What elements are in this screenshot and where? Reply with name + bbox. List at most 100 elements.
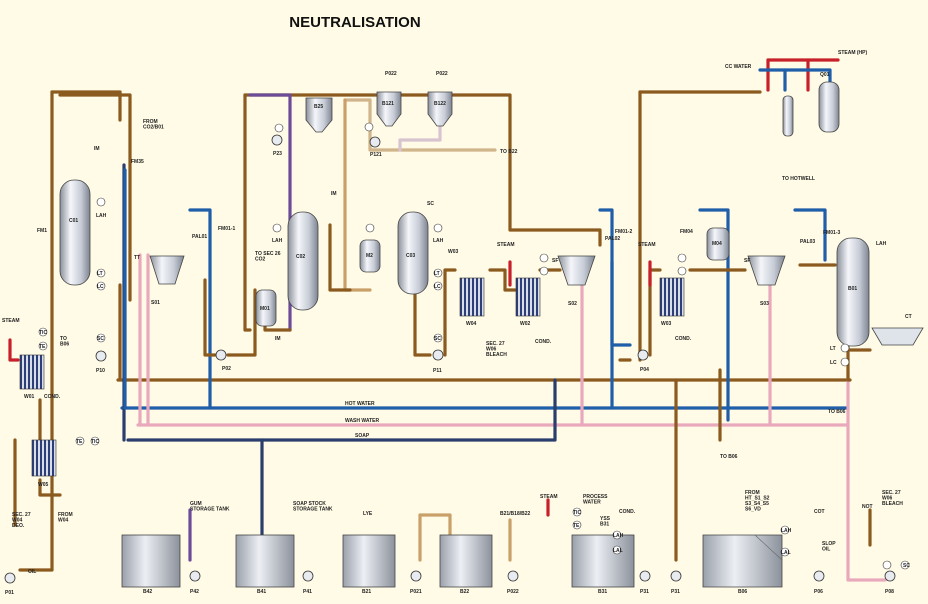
pump-p41 (302, 570, 314, 582)
q01-vessel (818, 81, 840, 133)
label-sf-s02: SF (552, 258, 558, 264)
label-cond-b31: COND. (619, 509, 636, 515)
label-tt: TT (134, 255, 140, 261)
label-p06: P06 (814, 589, 823, 595)
label-p04: P04 (640, 367, 649, 373)
label-wash-water: WASH WATER (345, 418, 379, 424)
label-steam-b31: STEAM (540, 494, 558, 500)
w03b-exchanger (659, 277, 685, 317)
label-s01: S01 (151, 300, 160, 306)
label-p23: P23 (273, 151, 282, 157)
pump-p01 (4, 572, 16, 584)
label-p121: P121 (370, 152, 382, 158)
label-p42: P42 (190, 589, 199, 595)
label-steam-w01: STEAM (2, 318, 20, 324)
label-c02: C02 (296, 254, 305, 260)
label-m01: M01 (260, 306, 270, 312)
pump-p06 (813, 570, 825, 582)
label-b122: B122 (434, 101, 446, 107)
label-lah-b06: LAH (781, 528, 792, 534)
label-te-b31: TE (573, 523, 580, 529)
label-steam-hp: STEAM (HP) (838, 50, 868, 56)
m2-vessel (359, 239, 381, 273)
label-sc-c03: SC (427, 201, 434, 207)
label-lah-c03: LAH (433, 238, 444, 244)
b01-column (836, 237, 870, 347)
label-lah-b01: LAH (876, 241, 887, 247)
label-cond-w02: COND. (535, 339, 552, 345)
label-sc-p10: SC (97, 336, 104, 342)
label-ct: CT (905, 314, 912, 320)
label-b121: B121 (382, 101, 394, 107)
pump-p31b (670, 570, 682, 582)
b42-tank (121, 534, 181, 588)
label-w03b: W03 (661, 321, 672, 327)
c03-column (397, 211, 429, 295)
label-sf-s03: SF (744, 258, 750, 264)
label-cc-water: CC WATER (725, 64, 752, 70)
label-cot: COT (814, 509, 825, 515)
label-fm01-1: FM01-1 (218, 226, 235, 232)
pump-p10 (95, 350, 107, 362)
label-s02: S02 (568, 301, 577, 307)
label-steam-w03: STEAM (638, 242, 656, 248)
label-lah-b31: LAH (613, 533, 624, 539)
label-lt-b01: LT (830, 346, 836, 352)
b41-tank (235, 534, 295, 588)
pumps (4, 134, 896, 584)
label-b21-22: B21/B18/B22 (500, 511, 531, 517)
b22-tank (439, 534, 493, 588)
label-te-w01: TE (39, 344, 46, 350)
pump-p04 (637, 349, 649, 361)
label-p01: P01 (5, 590, 14, 596)
label-b01: B01 (848, 286, 857, 292)
label-p10: P10 (96, 368, 105, 374)
label-tic-w01: TIC (39, 330, 47, 336)
w02-exchanger (515, 277, 541, 317)
pump-p121 (369, 136, 381, 148)
pump-p021 (410, 570, 422, 582)
label-c03: C03 (406, 253, 415, 259)
label-pal01: PAL01 (192, 234, 207, 240)
label-p022c: P022 (507, 589, 519, 595)
label-b41: B41 (257, 589, 266, 595)
label-lc-c03: LC (434, 284, 441, 290)
vessels (19, 81, 924, 588)
label-pal02: PAL02 (605, 236, 620, 242)
label-p02: P02 (222, 366, 231, 372)
label-not: NOT (862, 504, 873, 510)
diagram-title: NEUTRALISATION (289, 14, 421, 31)
label-im-mid: IM (275, 336, 281, 342)
label-p021: P021 (410, 589, 422, 595)
label-s03: S03 (760, 301, 769, 307)
label-b21: B21 (362, 589, 371, 595)
label-lt-c03: LT (434, 271, 440, 277)
label-oil: OIL (28, 569, 36, 575)
label-p08: P08 (885, 589, 894, 595)
label-lc-b01: LC (830, 360, 837, 366)
b121-hopper (376, 91, 402, 127)
label-fm01-3: FM01-3 (823, 230, 840, 236)
m01-vessel (255, 289, 277, 327)
label-pal03: PAL03 (800, 239, 815, 245)
label-to-hotwell: TO HOTWELL (782, 176, 815, 182)
s02-separator (557, 255, 596, 286)
label-tic-b31: TIC (573, 510, 581, 516)
label-m04: M04 (712, 241, 722, 247)
label-p022-top-b: P022 (436, 71, 448, 77)
label-m2: M2 (366, 253, 373, 259)
label-b25: B25 (314, 104, 323, 110)
label-lc-c01: LC (97, 284, 104, 290)
label-lal-b06: LAL (781, 550, 791, 556)
